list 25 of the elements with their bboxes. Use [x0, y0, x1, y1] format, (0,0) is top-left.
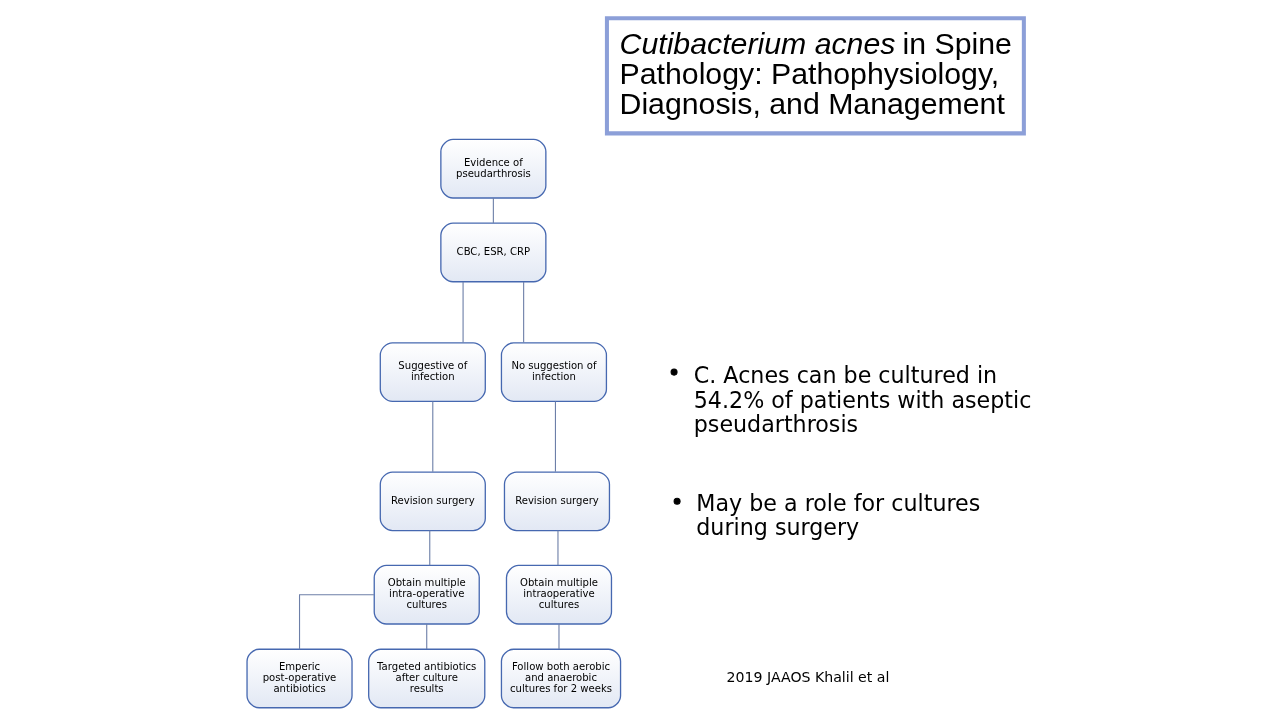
node-box: Revision surgery [503, 471, 610, 532]
connector [298, 594, 374, 650]
connector [554, 400, 556, 473]
connector [431, 400, 433, 473]
connector [428, 530, 430, 566]
label: 2019 JAAOS Khalil et al [726, 669, 889, 686]
connector [492, 197, 494, 224]
node-box: No suggestion of infection [500, 342, 607, 403]
node-box: Obtain multiple intraoperative cultures [505, 564, 612, 625]
node-box: Obtain multiple intra-operative cultures [373, 564, 480, 625]
node-box: Revision surgery [379, 471, 486, 532]
label: C. Acnes can be cultured in 54.2% of patients with aseptic pseudarthrosis [693, 362, 1031, 437]
node-box: Suggestive of infection [379, 342, 486, 403]
connector [557, 623, 560, 650]
diagram-title: Cutibacterium acnes in Spine Pathology: Pathophysiology, Diagnosis, and Management [619, 26, 1012, 121]
connector [462, 281, 464, 343]
node-box: CBC, ESR, CRP [439, 222, 546, 283]
node-box: Emperic post-operative antibiotics [245, 648, 353, 709]
connector [522, 281, 524, 343]
node-box: Evidence of pseudarthrosis [439, 138, 546, 199]
label: May be a role for cultures during surgery [695, 489, 980, 540]
connector [556, 530, 559, 566]
node-box: Follow both aerobic and anaerobic cultures for 2 weeks [500, 648, 621, 709]
node-box: Targeted antibiotics after culture results [367, 648, 485, 709]
connector [425, 623, 427, 650]
